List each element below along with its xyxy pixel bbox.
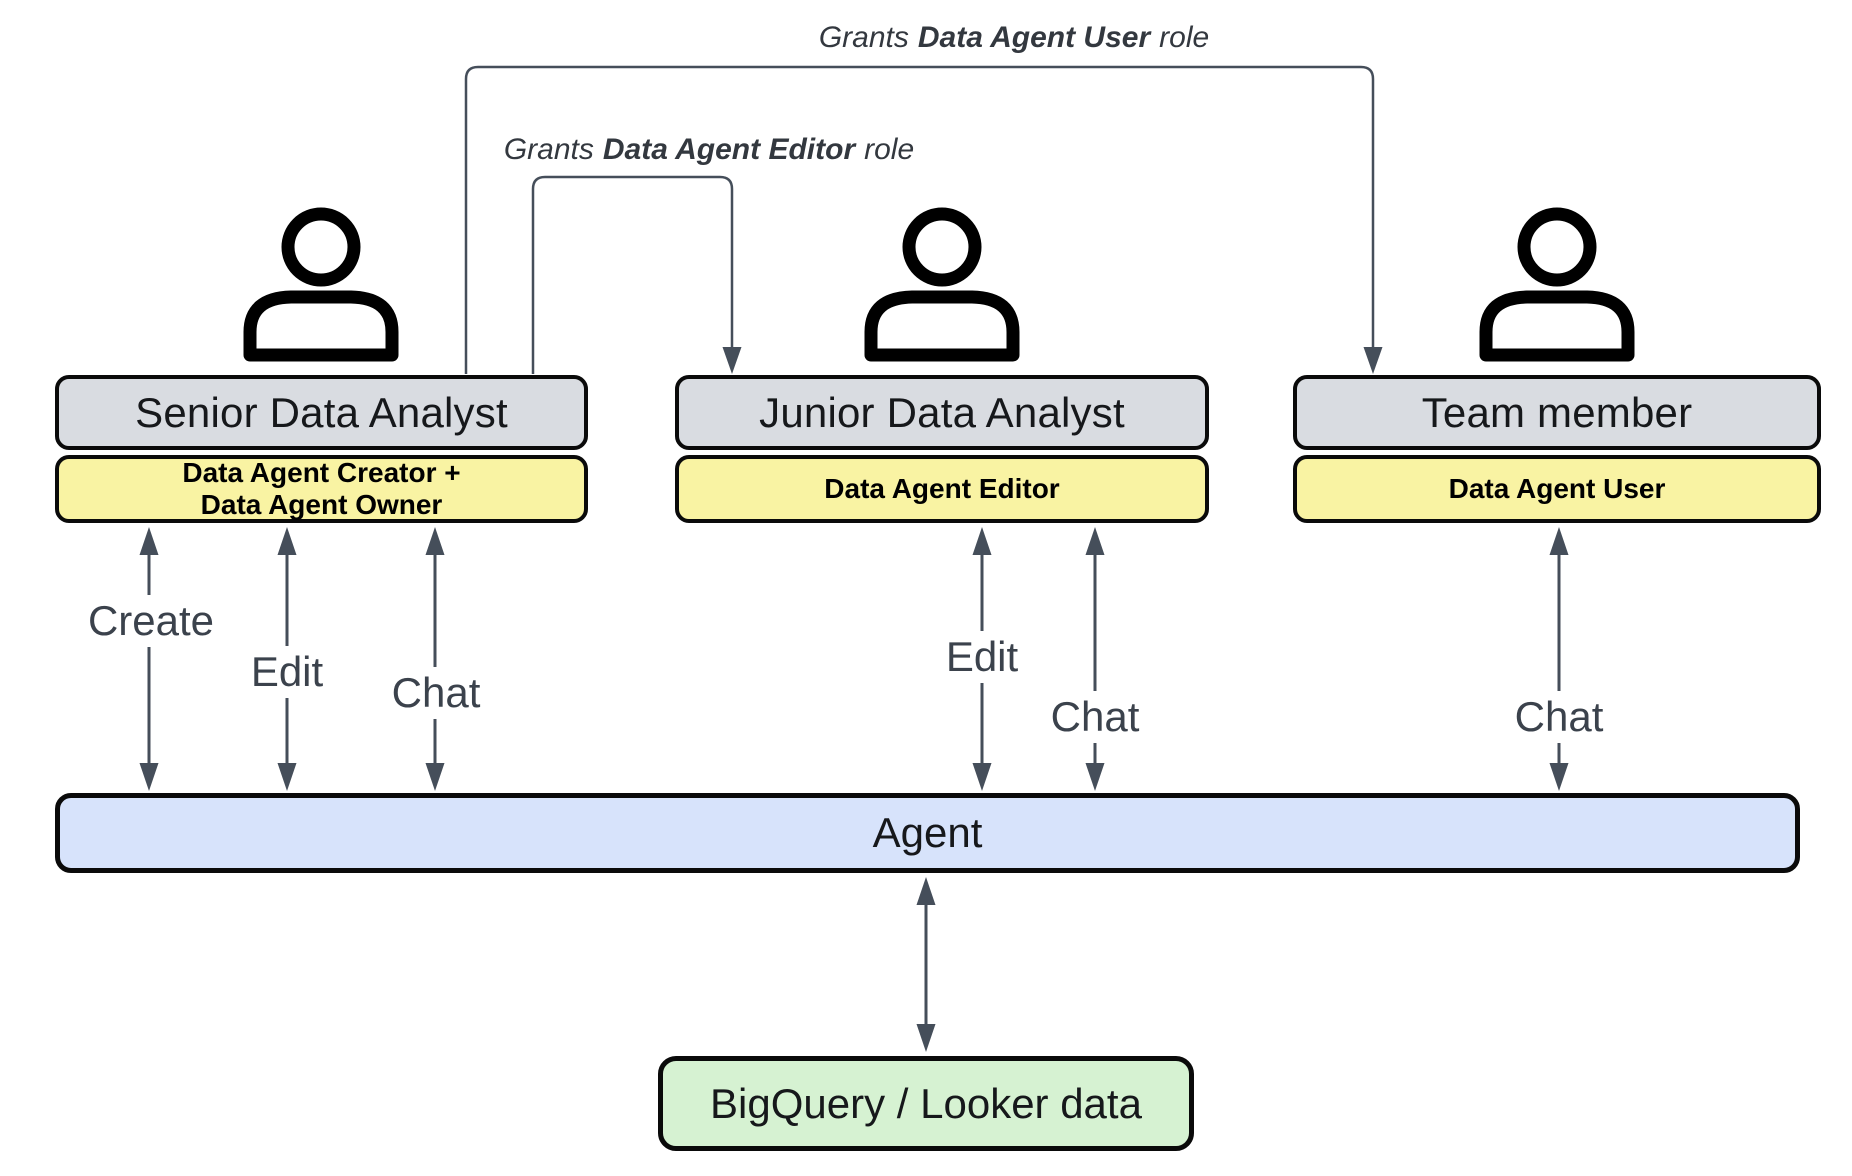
- agent-data-arrow: [916, 877, 936, 1052]
- person-title-junior: Junior Data Analyst: [675, 375, 1209, 450]
- person-role-team: Data Agent User: [1293, 455, 1821, 523]
- create-arrow: [139, 527, 159, 791]
- action-label-chat-junior: Chat: [1040, 691, 1150, 743]
- person-icon-senior: [243, 207, 399, 362]
- grant-user-label: Grants Data Agent User role: [819, 21, 1209, 55]
- grant-user-prefix: Grants: [818, 21, 909, 54]
- grant-user-suffix: role: [1159, 21, 1210, 54]
- action-label-chat-senior: Chat: [381, 667, 491, 719]
- grant-editor-prefix: Grants: [503, 133, 594, 166]
- person-role-junior: Data Agent Editor: [675, 455, 1209, 523]
- person-role-senior: Data Agent Creator + Data Agent Owner: [55, 455, 588, 523]
- chat-arrow-senior: [425, 527, 445, 791]
- data-source-box: BigQuery / Looker data: [658, 1056, 1194, 1151]
- person-icon-team: [1479, 207, 1635, 362]
- action-label-create: Create: [77, 595, 225, 647]
- grant-user-connector: [464, 65, 1383, 374]
- person-title-senior: Senior Data Analyst: [55, 375, 588, 450]
- grant-editor-connector: [531, 175, 742, 374]
- grant-editor-role: Data Agent Editor: [602, 133, 856, 166]
- agent-bar: Agent: [55, 793, 1800, 873]
- action-label-edit-senior: Edit: [240, 646, 334, 698]
- person-title-team: Team member: [1293, 375, 1821, 450]
- grant-editor-label: Grants Data Agent Editor role: [504, 133, 914, 167]
- action-label-chat-team: Chat: [1504, 691, 1614, 743]
- person-icon-junior: [864, 207, 1020, 362]
- grant-user-role: Data Agent User: [917, 21, 1151, 54]
- chat-arrow-junior: [1085, 527, 1105, 791]
- action-label-edit-junior: Edit: [935, 631, 1029, 683]
- chat-arrow-team: [1549, 527, 1569, 791]
- grant-editor-suffix: role: [864, 133, 915, 166]
